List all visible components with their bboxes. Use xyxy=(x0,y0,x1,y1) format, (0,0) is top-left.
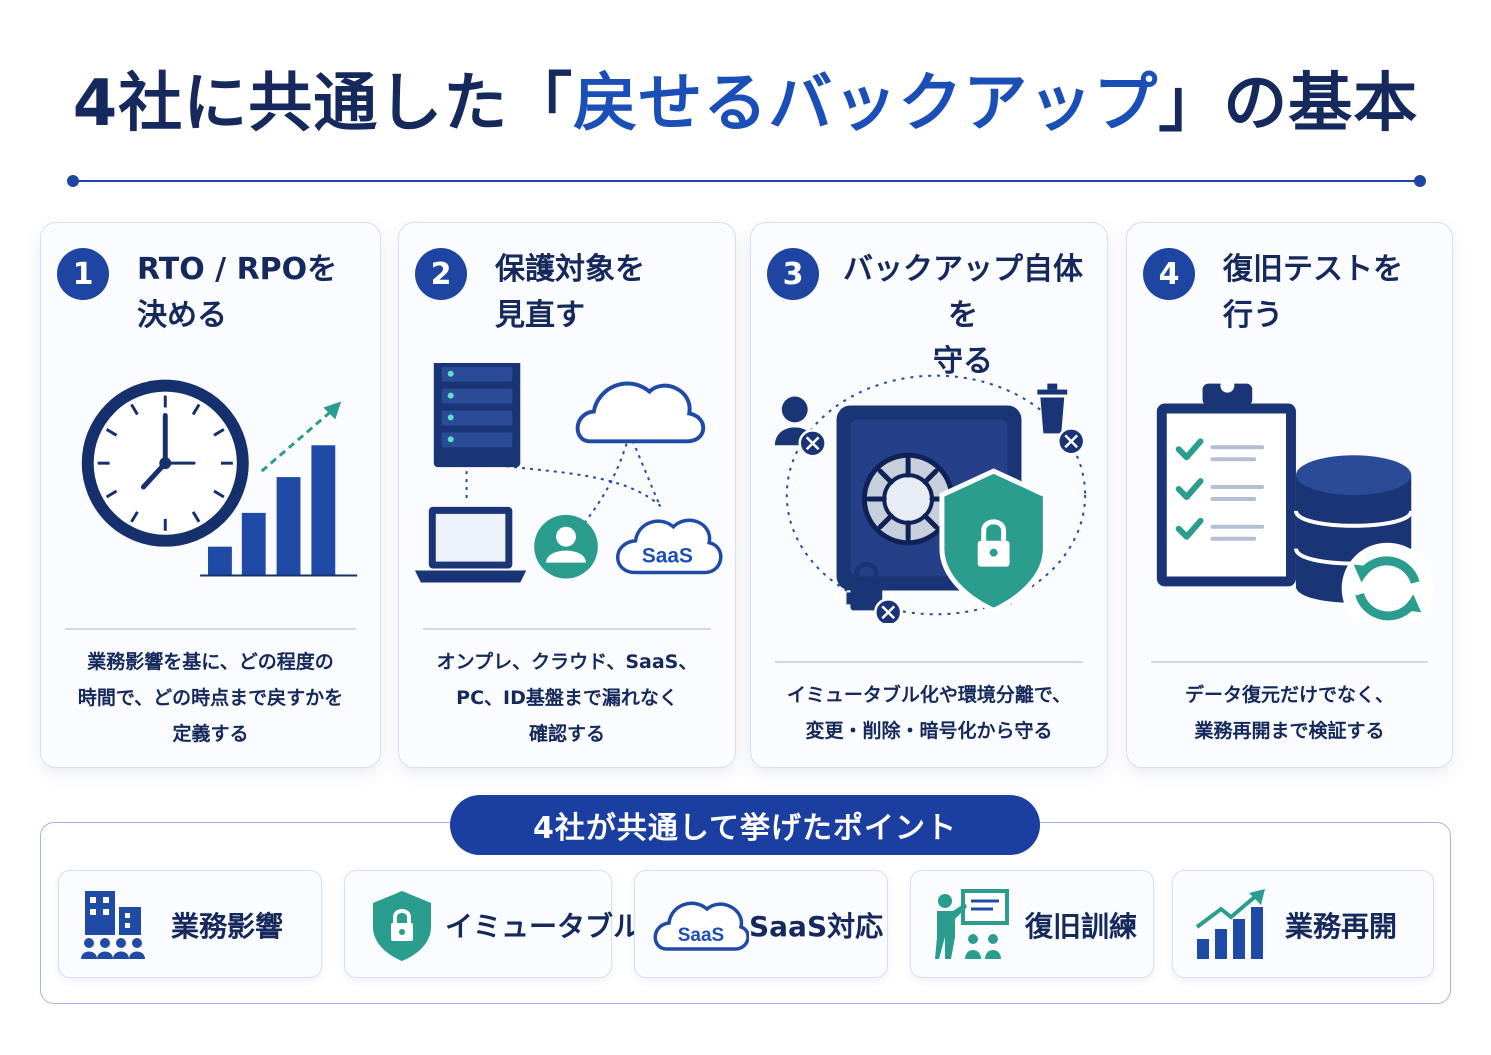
user-icon xyxy=(534,514,598,579)
cloud-icon xyxy=(575,381,706,444)
saas-cloud-icon: SaaS xyxy=(653,901,749,951)
building-people-icon xyxy=(81,891,145,959)
title-highlight: 戻せるバックアップ xyxy=(573,67,1159,141)
step-description: イミュータブル化や環境分離で、 変更・削除・暗号化から守る xyxy=(786,684,1072,742)
refresh-icon xyxy=(1341,542,1434,623)
point-label: 復旧訓練 xyxy=(1025,910,1138,943)
lock-denied-icon xyxy=(850,561,903,623)
divider-dot-left xyxy=(67,175,79,187)
step-number-badge: 3 xyxy=(767,248,819,300)
bar-chart-icon xyxy=(200,401,358,577)
saas-icon-text: SaaS xyxy=(678,925,724,946)
step-title: RTO / RPOを 決める xyxy=(137,252,338,333)
step-title: 保護対象を 見直す xyxy=(495,252,645,333)
title-text-before: 4社に共通した「 xyxy=(72,67,574,141)
common-points-heading: 4社が共通して挙げたポイント xyxy=(450,795,1040,855)
step-number-badge: 1 xyxy=(57,248,109,300)
step-card-4: 4 復旧テストを 行う xyxy=(1126,222,1453,768)
clock-icon xyxy=(81,379,249,547)
shield-lock-icon xyxy=(373,891,431,961)
safe-protection-illustration xyxy=(774,374,1087,623)
point-tile-recovery-training: 復旧訓練 xyxy=(910,870,1154,978)
step-description: オンプレ、クラウド、SaaS、 PC、ID基盤まで漏れなく 確認する xyxy=(436,651,698,745)
step-title: 復旧テストを 行う xyxy=(1223,252,1403,333)
card-divider xyxy=(423,628,711,630)
step-description: データ復元だけでなく、 業務再開まで検証する xyxy=(1184,684,1394,742)
step-card-1: 1 RTO / RPOを 決める xyxy=(40,222,381,768)
step-description: 業務影響を基に、どの程度の 時間で、どの時点まで戻すかを 定義する xyxy=(77,651,344,745)
checklist-clipboard-icon xyxy=(1156,378,1296,587)
restore-test-illustration xyxy=(1156,378,1434,623)
saas-label: SaaS xyxy=(642,545,693,568)
title-divider xyxy=(72,180,1420,182)
point-tile-business-impact: 業務影響 xyxy=(58,870,322,978)
point-tile-immutable: イミュータブル xyxy=(344,870,641,978)
training-presentation-icon xyxy=(935,889,1009,959)
step-title: バックアップ自体を 守る xyxy=(843,252,1083,379)
title-text-after: 」の基本 xyxy=(1158,67,1419,141)
card-divider xyxy=(1151,661,1428,663)
trash-denied-icon xyxy=(1037,383,1086,456)
protection-targets-illustration: SaaS xyxy=(414,363,723,583)
page-title: 4社に共通した「戻せるバックアップ」の基本 xyxy=(0,52,1491,144)
growth-chart-icon xyxy=(1195,889,1265,959)
step-number-badge: 2 xyxy=(415,248,467,300)
shield-lock-icon xyxy=(939,468,1048,614)
card-divider xyxy=(65,628,356,630)
clock-growth-illustration xyxy=(81,379,358,577)
user-denied-icon xyxy=(774,396,827,458)
point-label: 業務影響 xyxy=(171,910,284,943)
laptop-icon xyxy=(414,506,527,583)
divider-dot-right xyxy=(1414,175,1426,187)
saas-cloud-icon: SaaS xyxy=(616,518,723,575)
step-card-3: 3 バックアップ自体を 守る xyxy=(750,222,1108,768)
point-label: イミュータブル xyxy=(445,910,642,943)
server-icon xyxy=(433,363,521,468)
point-tile-saas: SaaS SaaS対応 xyxy=(634,870,888,978)
point-tile-business-resumption: 業務再開 xyxy=(1172,870,1434,978)
step-number-badge: 4 xyxy=(1143,248,1195,300)
point-label: 業務再開 xyxy=(1285,910,1398,943)
card-divider xyxy=(775,661,1083,663)
step-card-2: 2 保護対象を 見直す xyxy=(398,222,736,768)
point-label: SaaS対応 xyxy=(749,910,884,943)
